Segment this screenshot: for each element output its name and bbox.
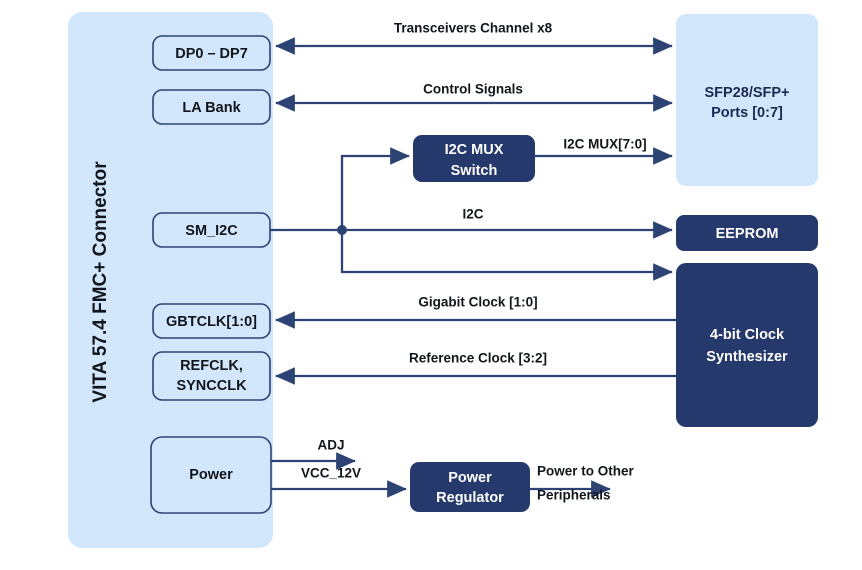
block-gbtclk — [152, 303, 271, 339]
connector-panel-label: VITA 57.4 FMC+ Connector — [90, 161, 111, 403]
junction-dot-sm-i2c — [337, 225, 347, 235]
signal-label-gigabit-clock: Gigabit Clock [1:0] — [418, 295, 537, 310]
signal-label-transceivers: Transceivers Channel x8 — [394, 21, 553, 36]
block-eeprom-label: EEPROM — [716, 226, 779, 242]
signal-label-control-signals: Control Signals — [423, 82, 523, 97]
signal-label-i2c-mux-bus: I2C MUX[7:0] — [563, 137, 646, 152]
block-i2c-mux-switch — [413, 135, 535, 182]
signal-label-power-out-line2: Peripherals — [537, 488, 611, 503]
signal-label-i2c: I2C — [462, 207, 483, 222]
block-i2c-mux-switch-label-line2: Switch — [451, 163, 498, 179]
signal-label-vcc-12v: VCC_12V — [301, 466, 361, 481]
block-power-regulator-label-line1: Power — [448, 470, 492, 486]
block-power-regulator — [410, 462, 530, 512]
signal-label-reference-clock: Reference Clock [3:2] — [409, 351, 547, 366]
block-sfp-ports — [676, 14, 818, 186]
block-la-bank — [152, 89, 271, 125]
block-sm-i2c-label: SM_I2C — [185, 223, 238, 239]
block-i2c-mux-switch-label-line1: I2C MUX — [445, 142, 504, 158]
signal-label-adj: ADJ — [317, 438, 344, 453]
block-refclk-syncclk — [152, 351, 271, 401]
block-refclk-syncclk-label-line1: REFCLK, — [180, 358, 243, 374]
signal-label-power-out-line1: Power to Other — [537, 464, 635, 479]
block-la-bank-label: LA Bank — [182, 100, 241, 116]
block-dp0-dp7 — [152, 35, 271, 71]
wire-branch-to-clock-synth — [340, 230, 673, 281]
block-dp0-dp7-label: DP0 – DP7 — [175, 46, 248, 62]
block-refclk-syncclk-label-line2: SYNCCLK — [176, 378, 247, 394]
block-power-regulator-label-line2: Regulator — [436, 490, 504, 506]
block-clock-synthesizer-label-line1: 4-bit Clock — [710, 327, 785, 343]
wire-branch-to-i2c-mux — [340, 147, 410, 230]
block-sfp-ports-label-line2: Ports [0:7] — [711, 105, 783, 121]
fmc-connector-panel — [68, 12, 273, 548]
block-clock-synthesizer — [676, 263, 818, 427]
block-clock-synthesizer-label-line2: Synthesizer — [706, 349, 788, 365]
block-gbtclk-label: GBTCLK[1:0] — [166, 314, 257, 330]
block-sfp-ports-label-line1: SFP28/SFP+ — [704, 85, 789, 101]
block-power-label: Power — [189, 467, 233, 483]
block-power — [150, 436, 272, 514]
block-eeprom — [676, 215, 818, 251]
